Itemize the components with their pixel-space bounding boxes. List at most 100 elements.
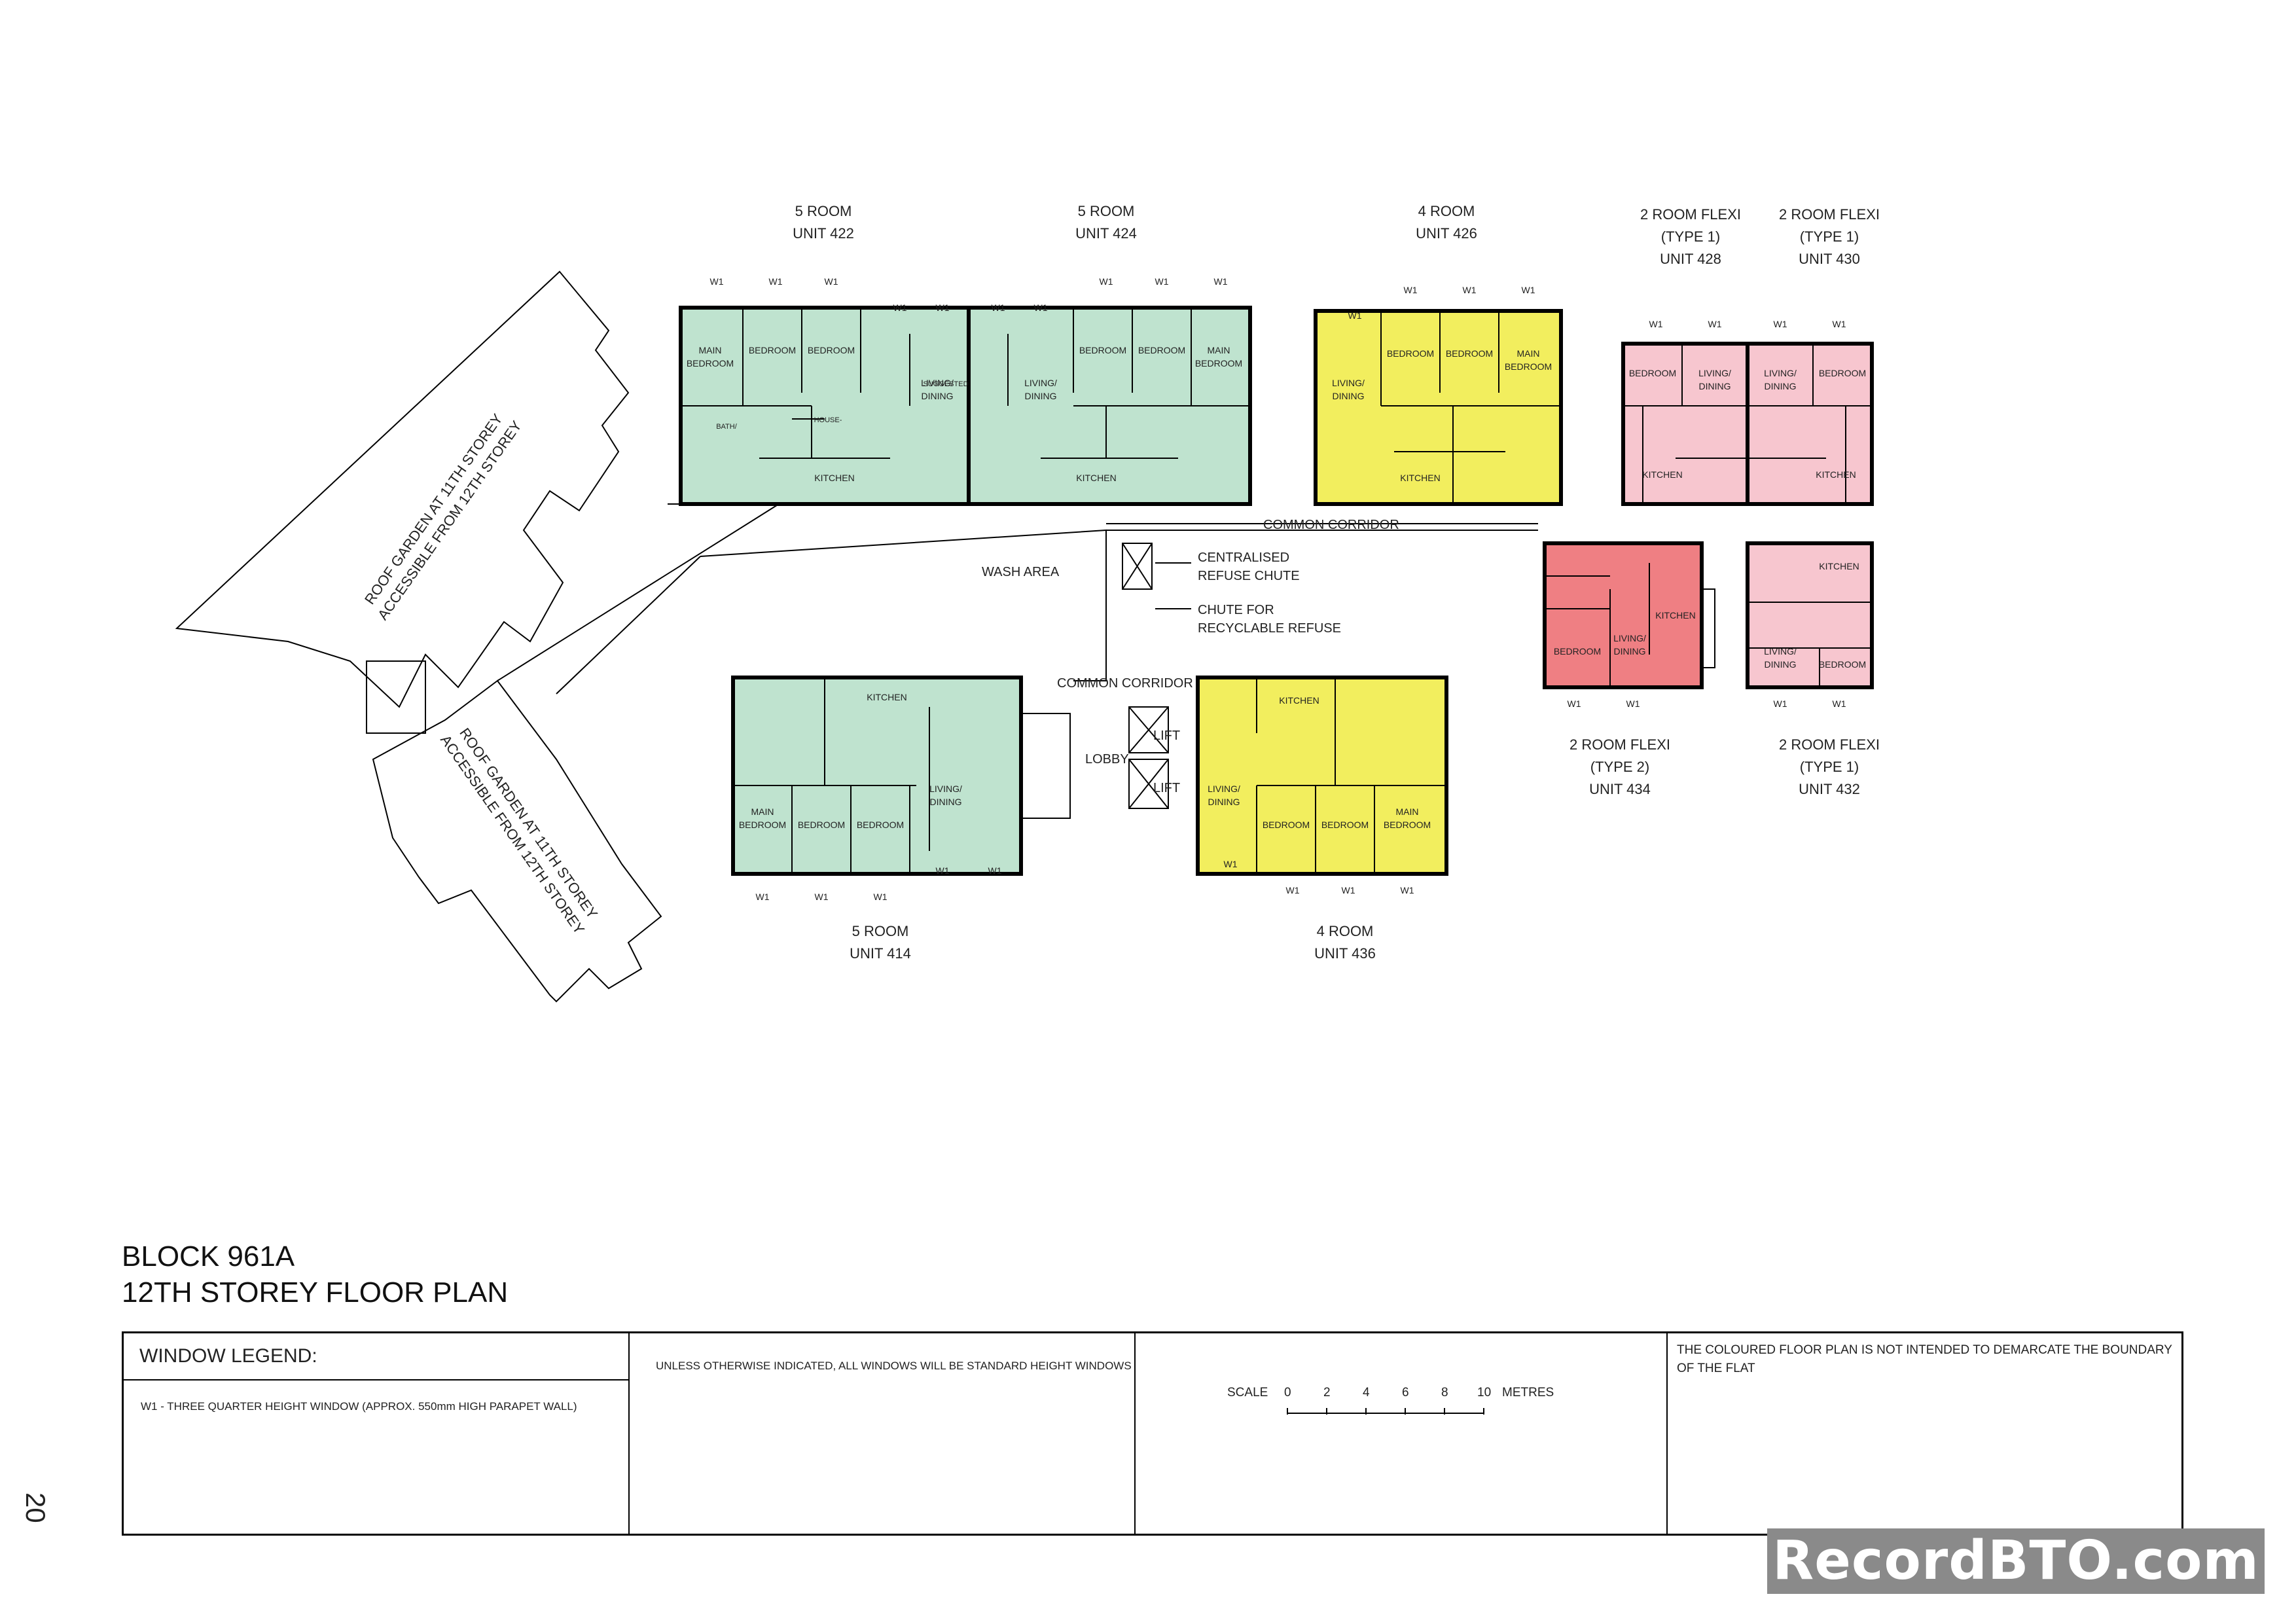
standard-window-note: UNLESS OTHERWISE INDICATED, ALL WINDOWS …	[656, 1360, 1132, 1372]
u432-kitchen: KITCHEN	[1819, 561, 1859, 571]
scale-tick-2: 2	[1323, 1386, 1331, 1399]
u414-bedroom-b: BEDROOM	[857, 820, 904, 830]
refuse-chute-box	[1122, 543, 1153, 590]
scale-tick-4: 4	[1363, 1386, 1370, 1399]
u422-main-bedroom-2: BEDROOM	[687, 358, 734, 369]
page-number: 20	[20, 1492, 51, 1523]
roof-garden-lower-label-1: ROOF GARDEN AT 11TH STOREY	[456, 725, 601, 922]
refuse-chute-x	[1122, 543, 1153, 590]
u424-main-bedroom-1: MAIN	[1208, 345, 1230, 355]
refuse-chute-label-1: CENTRALISED	[1198, 550, 1289, 565]
unit-414-number: UNIT 414	[850, 945, 911, 962]
scale-tick-8: 8	[1441, 1386, 1448, 1399]
u422-study-1: SUGGESTED	[923, 380, 968, 388]
unit-432-fill	[1746, 541, 1874, 689]
scale-tick-10: 10	[1477, 1386, 1492, 1399]
unit-414-type: 5 ROOM	[852, 923, 909, 939]
plan-title: 12TH STOREY FLOOR PLAN	[122, 1276, 509, 1308]
unit-428-variant: (TYPE 1)	[1661, 228, 1720, 245]
unit-436-number: UNIT 436	[1314, 945, 1376, 962]
u414-main-bedroom-2: BEDROOM	[739, 820, 786, 830]
roof-garden-upper-label-2: ACCESSIBLE FROM 12TH STOREY	[374, 418, 525, 623]
u426-main-bedroom-1: MAIN	[1517, 348, 1540, 359]
u424-living-1: LIVING/	[1024, 378, 1057, 388]
u434-kitchen: KITCHEN	[1655, 610, 1695, 621]
disclaimer-note: THE COLOURED FLOOR PLAN IS NOT INTENDED …	[1677, 1343, 2172, 1375]
window-marker: W1	[1568, 698, 1581, 709]
unit-426-fill	[1314, 309, 1563, 506]
u432-bedroom: BEDROOM	[1819, 659, 1866, 670]
window-marker: W1	[1626, 698, 1640, 709]
unit-430-number: UNIT 430	[1799, 251, 1860, 267]
scale-label: SCALE	[1227, 1386, 1268, 1399]
window-marker: W1	[769, 276, 783, 287]
window-marker: W1	[936, 302, 950, 313]
unit-424-number: UNIT 424	[1075, 225, 1137, 242]
window-marker: W1	[1649, 319, 1663, 329]
unit-422-partitions	[681, 308, 910, 459]
u422-bedroom-b: BEDROOM	[808, 345, 855, 355]
window-marker: W1	[893, 302, 907, 313]
unit-436-type: 4 ROOM	[1317, 923, 1374, 939]
lobby-label: LOBBY	[1085, 752, 1129, 767]
window-marker: W1	[756, 892, 770, 902]
u414-living-2: DINING	[930, 797, 962, 807]
u432-living-2: DINING	[1765, 659, 1797, 670]
unit-434-fill	[1543, 541, 1704, 689]
window-marker: W1	[874, 892, 888, 902]
u436-living-2: DINING	[1208, 797, 1240, 807]
window-marker: W1	[1348, 310, 1362, 321]
u436-kitchen: KITCHEN	[1279, 695, 1319, 706]
u434-living-1: LIVING/	[1613, 633, 1646, 643]
window-marker: W1	[1100, 276, 1113, 287]
unit-434-variant: (TYPE 2)	[1590, 759, 1649, 775]
lift-label-2: LIFT	[1153, 781, 1180, 795]
window-marker: W1	[1833, 319, 1846, 329]
window-marker: W1	[1155, 276, 1169, 287]
wash-area-label: WASH AREA	[982, 565, 1060, 579]
window-marker: W1	[1833, 698, 1846, 709]
stair-upper	[366, 660, 426, 734]
window-legend-heading: WINDOW LEGEND:	[139, 1345, 317, 1367]
unit-430-partitions	[1748, 344, 1872, 504]
u436-bedroom-a: BEDROOM	[1263, 820, 1310, 830]
lift-2-x	[1128, 759, 1169, 809]
window-marker: W1	[1774, 319, 1787, 329]
unit-428-type: 2 ROOM FLEXI	[1640, 206, 1741, 223]
unit-426-type: 4 ROOM	[1418, 203, 1475, 219]
unit-432-partitions	[1748, 602, 1872, 687]
u414-main-bedroom-1: MAIN	[751, 806, 774, 817]
u414-kitchen: KITCHEN	[867, 692, 906, 702]
unit-434-partitions	[1545, 563, 1650, 687]
u424-kitchen: KITCHEN	[1076, 473, 1116, 483]
corridor-outline	[497, 503, 1538, 695]
window-marker: W1	[1034, 302, 1048, 313]
window-marker: W1	[1401, 885, 1414, 895]
lift-1-x	[1128, 706, 1169, 753]
unit-424-partitions	[1007, 308, 1250, 459]
window-marker: W1	[1708, 319, 1722, 329]
refuse-chute-label-2: REFUSE CHUTE	[1198, 569, 1300, 583]
watermark-logo: RecordBTO.com	[1767, 1528, 2265, 1594]
window-marker: W1	[1404, 285, 1418, 295]
u430-bedroom: BEDROOM	[1819, 368, 1866, 378]
unit-414-partitions	[733, 677, 930, 874]
window-marker: W1	[988, 865, 1002, 876]
unit-434-number: UNIT 434	[1589, 781, 1651, 797]
u434-bedroom: BEDROOM	[1554, 646, 1601, 657]
u426-living-2: DINING	[1333, 391, 1365, 401]
unit-430-type: 2 ROOM FLEXI	[1779, 206, 1880, 223]
u428-living-2: DINING	[1699, 381, 1731, 391]
u414-living-1: LIVING/	[929, 784, 962, 794]
u428-bedroom: BEDROOM	[1629, 368, 1676, 378]
u426-living-1: LIVING/	[1332, 378, 1365, 388]
window-legend-header: WINDOW LEGEND:	[124, 1333, 628, 1380]
u422-living-2: DINING	[922, 391, 954, 401]
window-marker: W1	[815, 892, 829, 902]
unit-426-partitions	[1380, 311, 1561, 504]
window-marker: W1	[936, 865, 950, 876]
window-marker: W1	[992, 302, 1005, 313]
window-marker: W1	[1214, 276, 1228, 287]
block-title: BLOCK 961A	[122, 1240, 295, 1272]
window-marker: W1	[1224, 859, 1238, 869]
